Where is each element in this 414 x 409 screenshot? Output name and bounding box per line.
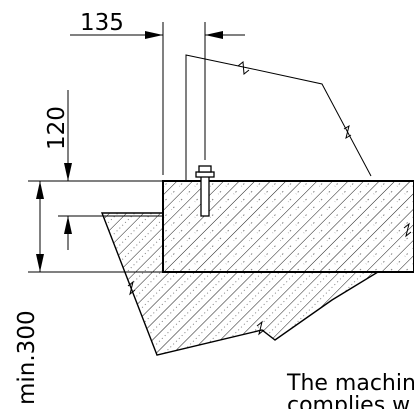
dimension-120-label: 120 xyxy=(44,106,70,150)
dimension-120: 120 xyxy=(28,90,163,250)
note-line-1: The machin xyxy=(286,371,414,396)
break-mark-slab-right xyxy=(403,222,412,238)
break-mark-side xyxy=(343,124,352,140)
dimension-min-300-label: min.300 xyxy=(14,310,40,405)
dimension-135-label: 135 xyxy=(80,10,124,36)
note-line-2: complies w xyxy=(287,393,410,409)
break-mark-top xyxy=(237,61,250,75)
machine-outline xyxy=(185,54,372,181)
dimension-135: 135 xyxy=(70,10,245,175)
break-mark-ground-right xyxy=(256,320,265,336)
break-mark-ground xyxy=(127,280,136,296)
anchor-bolt-icon xyxy=(195,165,215,217)
dimension-min-300: min.300 xyxy=(14,181,163,405)
